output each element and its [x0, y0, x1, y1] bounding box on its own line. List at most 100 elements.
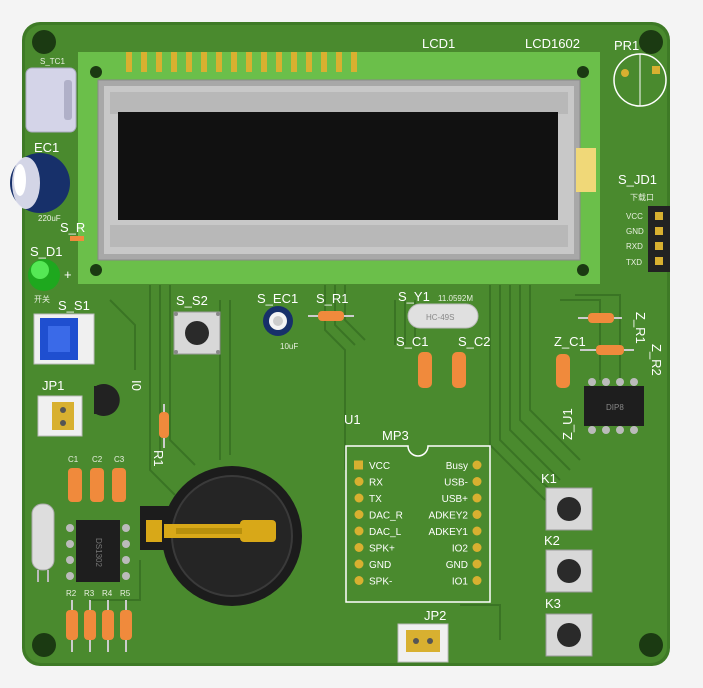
lcd-pin [126, 52, 132, 72]
jd-pin-vcc: VCC [626, 212, 643, 221]
s-r-resistor [70, 236, 84, 241]
mp3-pad-square [354, 460, 363, 470]
download-header-pins [655, 212, 663, 265]
bottom-resistors [66, 600, 132, 652]
s-s2-push-button[interactable] [173, 311, 221, 355]
res-r4-label: R4 [102, 589, 113, 598]
led-plus-label: + [64, 267, 72, 282]
mp3-left-pin-labels: VCC RX TX DAC_R DAC_L SPK+ GND SPK- [369, 461, 403, 588]
cap-c2-label: C2 [92, 455, 103, 464]
lcd-module [78, 52, 600, 284]
s-ec1-label: S_EC1 [257, 291, 298, 306]
lcd-model-label: LCD1602 [525, 36, 580, 51]
cap-c1-label: C1 [68, 455, 79, 464]
z-c1-label: Z_C1 [554, 334, 586, 349]
lcd-pin [231, 52, 237, 72]
mp3-pad [472, 493, 482, 503]
r1-label: R1 [151, 450, 166, 467]
mp3-right-pin-label: IO1 [452, 577, 469, 588]
s-d1-label: S_D1 [30, 244, 63, 259]
z-u1-chip: DIP8 [584, 378, 644, 434]
mp3-pad [354, 510, 364, 519]
mp3-left-pin-label: DAC_R [369, 511, 403, 522]
z-c1-capacitor [556, 354, 570, 388]
mp3-pad [354, 559, 364, 569]
lcd-pin [216, 52, 222, 72]
lcd-pin [171, 52, 177, 72]
power-slide-switch[interactable] [33, 313, 95, 365]
mp3-left-pin-label: SPK+ [369, 544, 395, 555]
header-pin [655, 212, 663, 220]
lcd-pin [291, 52, 297, 72]
usb-connector [25, 67, 77, 133]
lcd-pin [306, 52, 312, 72]
mp3-right-pin-label: USB- [444, 478, 468, 489]
jp2-connector [397, 623, 449, 663]
z-r1-resistor [578, 313, 622, 323]
jd-pin-txd: TXD [626, 258, 642, 267]
lcd-pin [141, 52, 147, 72]
s-c2-capacitor [452, 352, 466, 388]
z-r2-resistor [580, 345, 634, 355]
ec1-value: 220uF [38, 214, 61, 223]
res-r3-label: R3 [84, 589, 95, 598]
lcd-ref-label: LCD1 [422, 36, 455, 51]
lcd-pin [261, 52, 267, 72]
lcd-pin [156, 52, 162, 72]
s-c2-label: S_C2 [458, 334, 491, 349]
mp3-right-pin-label: ADKEY2 [429, 511, 469, 522]
s-ec1-capacitor [263, 306, 293, 336]
rtc-chip-mark: DS1302 [94, 538, 103, 567]
lcd-pin [201, 52, 207, 72]
jp1-connector [37, 395, 83, 437]
mp3-pad [472, 460, 482, 470]
s-jd1-sub-label: 下载口 [630, 192, 654, 202]
mp3-module-outline [345, 445, 491, 603]
lcd-pin [321, 52, 327, 72]
ec1-capacitor [10, 153, 70, 213]
k1-push-button[interactable] [545, 487, 593, 531]
i0-transistor [94, 384, 120, 416]
mp3-left-pin-label: VCC [369, 461, 390, 472]
lcd-pin [276, 52, 282, 72]
mp3-left-pin-label: DAC_L [369, 527, 402, 538]
mp3-left-pin-label: SPK- [369, 577, 392, 588]
mp3-left-pin-label: RX [369, 478, 383, 489]
s-r1-label: S_R1 [316, 291, 349, 306]
jd-pin-gnd: GND [626, 227, 644, 236]
mp3-pad [354, 576, 364, 585]
lcd-pin [186, 52, 192, 72]
green-led [28, 259, 60, 291]
mp3-right-pin-label: ADKEY1 [429, 527, 469, 538]
mp3-pad [354, 526, 364, 536]
lcd-pin [336, 52, 342, 72]
z-r2-label: Z_R2 [649, 344, 664, 376]
s-y1-label: S_Y1 [398, 289, 430, 304]
k2-label: K2 [544, 533, 560, 548]
mp3-right-pin-label: IO2 [452, 544, 469, 555]
s-c1-capacitor [418, 352, 432, 388]
lcd-screen [118, 112, 558, 220]
z-u1-label: Z_U1 [560, 408, 575, 440]
mp3-pad [354, 543, 364, 552]
k3-push-button[interactable] [545, 613, 593, 657]
mp3-pad [472, 510, 482, 519]
mp3-right-pin-label: GND [446, 560, 468, 571]
pr1-label: PR1 [614, 38, 639, 53]
header-pin [655, 257, 663, 265]
s-ec1-value: 10uF [280, 342, 298, 351]
i0-label: I0 [129, 380, 144, 391]
s-r-label: S_R [60, 220, 85, 235]
small-capacitors-row [68, 468, 126, 502]
res-r5-label: R5 [120, 589, 131, 598]
lcd-pin [351, 52, 357, 72]
s-c1-label: S_C1 [396, 334, 429, 349]
mp3-left-pin-label: GND [369, 560, 391, 571]
mp3-pads [354, 460, 482, 585]
mp3-pad [354, 493, 364, 503]
jd-pin-rxd: RXD [626, 242, 643, 251]
k2-push-button[interactable] [545, 549, 593, 593]
mp3-left-pin-label: TX [369, 494, 382, 505]
mp3-label: MP3 [382, 428, 409, 443]
